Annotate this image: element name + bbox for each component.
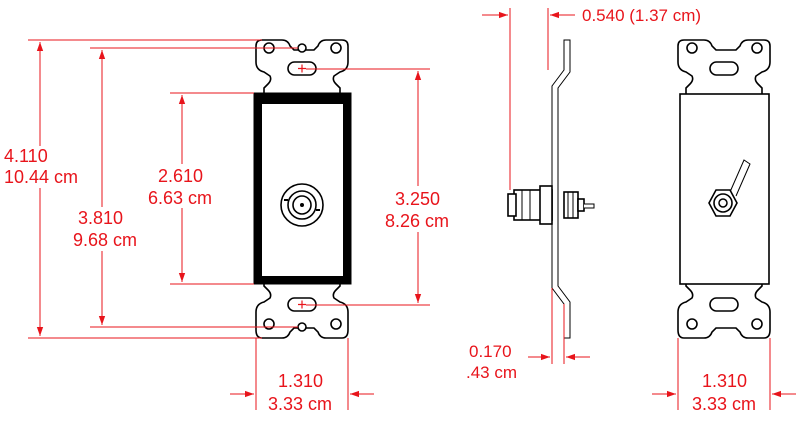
front-top-screw-hole: [297, 43, 307, 53]
side-plate-profile: [551, 39, 571, 339]
dim-front-width-cm: 3.33 cm: [268, 394, 332, 414]
front-view: RDL 4.110 10.44 cm 3.810 9.68 cm 2.610 6…: [0, 39, 456, 414]
rear-bottom-right-ear-hole: [751, 318, 763, 330]
dim-rear-width-in: 1.310: [702, 371, 747, 391]
dim-panel-height-cm: 6.63 cm: [148, 188, 212, 208]
dim-rear-width-cm: 3.33 cm: [692, 394, 756, 414]
dim-screw-spacing-in: 3.810: [78, 208, 123, 228]
rear-view: 1.310 3.33 cm: [652, 39, 796, 414]
side-bnc-nut: [539, 185, 553, 225]
front-bnc-pin: [300, 203, 304, 207]
front-bottom-right-ear-hole: [330, 318, 342, 330]
side-view: 0.540 (1.37 cm) 0.170 .43 cm: [466, 6, 701, 382]
front-bottom-slot-cross: [298, 300, 306, 309]
dim-front-width-in: 1.310: [278, 371, 323, 391]
dim-panel-height-in: 2.610: [158, 166, 203, 186]
rear-bottom-left-ear-hole: [686, 318, 698, 330]
front-top-slot-cross: [298, 64, 306, 73]
side-bnc-rear-thread: [563, 191, 579, 219]
rear-solder-lug: [729, 159, 751, 197]
dim-thickness-in: 0.170: [469, 342, 512, 361]
dim-mount-spacing-in: 3.250: [395, 189, 440, 209]
rear-bottom-slot: [709, 297, 739, 312]
dim-overall-height-cm: 10.44 cm: [4, 167, 78, 187]
front-bottom-screw-hole: [297, 322, 307, 332]
rear-bnc-pin: [718, 198, 728, 208]
dim-overall-height-in: 4.110: [4, 146, 48, 166]
rear-top-right-ear-hole: [751, 42, 763, 54]
rear-top-left-ear-hole: [686, 42, 698, 54]
dim-screw-spacing-cm: 9.68 cm: [73, 230, 137, 250]
rear-housing: [679, 93, 770, 285]
front-brand-label: RDL: [291, 94, 310, 104]
dim-depth-text: 0.540 (1.37 cm): [582, 6, 701, 25]
front-top-right-ear-hole: [330, 42, 342, 54]
dim-thickness-cm: .43 cm: [466, 363, 517, 382]
dim-mount-spacing-cm: 8.26 cm: [385, 211, 449, 231]
rear-top-slot: [709, 61, 739, 76]
front-bnc-bayonet: [284, 199, 320, 211]
